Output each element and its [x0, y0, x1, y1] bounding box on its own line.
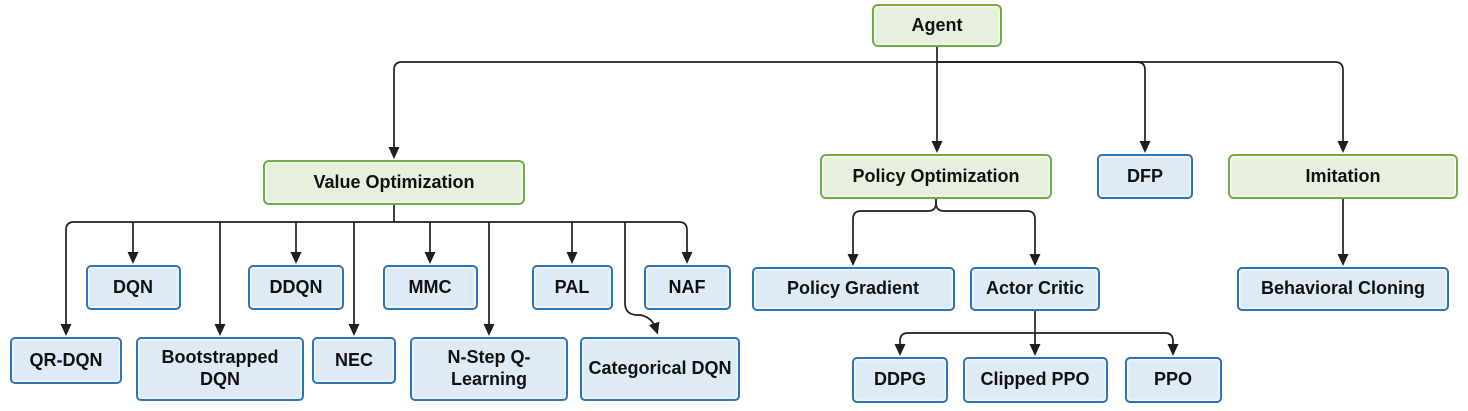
node-label: N-Step Q-Learning [447, 347, 531, 389]
node-label: DFP [1127, 165, 1163, 186]
node-naf: NAF [643, 265, 731, 310]
node-label: PAL [554, 276, 590, 297]
node-dqn: DQN [85, 265, 181, 310]
node-clipped-ppo: Clipped PPO [962, 357, 1108, 403]
node-label: NEC [334, 349, 373, 370]
edge-actor-critic-to-ddpg [894, 332, 1035, 356]
node-pal: PAL [531, 265, 613, 310]
node-ppo: PPO [1124, 357, 1222, 403]
node-behavioral-cloning: Behavioral Cloning [1237, 267, 1449, 311]
node-bootstrapped-dqn: Bootstrapped DQN [136, 337, 304, 401]
node-agent: Agent [872, 4, 1002, 47]
node-label: DDPG [873, 369, 926, 390]
node-label: Policy Optimization [852, 165, 1020, 186]
edge-policy-optimization-to-policy-gradient [847, 198, 937, 266]
node-label: DDQN [269, 276, 323, 297]
node-ddpg: DDPG [852, 357, 948, 403]
node-n-step-q-learning: N-Step Q-Learning [410, 337, 568, 401]
edge-actor-critic-to-ppo [1035, 332, 1179, 356]
node-value-optimization: Value Optimization [263, 160, 525, 205]
node-ddqn: DDQN [248, 265, 344, 310]
edge-value-optimization-to-categorical-dqn [624, 222, 660, 335]
node-label: Clipped PPO [980, 369, 1090, 390]
edge-agent-to-dfp [937, 61, 1151, 153]
node-label: NAF [668, 276, 706, 297]
node-policy-optimization: Policy Optimization [820, 154, 1052, 199]
node-categorical-dqn: Categorical DQN [580, 337, 740, 401]
node-label: Agent [911, 14, 963, 35]
node-label: Policy Gradient [786, 278, 920, 299]
node-nec: NEC [312, 337, 396, 384]
node-qr-dqn: QR-DQN [10, 337, 122, 384]
node-label: QR-DQN [29, 349, 103, 370]
edge-value-optimization-to-qr-dqn [66, 205, 395, 330]
node-policy-gradient: Policy Gradient [751, 267, 955, 311]
node-label: Categorical DQN [588, 358, 732, 379]
node-imitation: Imitation [1228, 154, 1458, 199]
node-label: Actor Critic [985, 278, 1084, 299]
edge-agent-to-imitation [937, 61, 1349, 153]
node-actor-critic: Actor Critic [970, 267, 1100, 311]
edge-value-optimization-to-naf [394, 221, 693, 264]
node-label: Bootstrapped DQN [161, 347, 279, 389]
node-label: DQN [113, 276, 153, 297]
edge-policy-optimization-to-actor-critic [935, 198, 1041, 266]
node-label: PPO [1153, 369, 1192, 390]
node-label: MMC [408, 276, 452, 297]
node-label: Behavioral Cloning [1260, 278, 1426, 299]
node-dfp: DFP [1097, 154, 1193, 199]
node-label: Imitation [1305, 165, 1381, 186]
node-label: Value Optimization [313, 171, 475, 192]
edge-agent-to-value-optimization [388, 61, 937, 159]
node-mmc: MMC [382, 265, 478, 310]
